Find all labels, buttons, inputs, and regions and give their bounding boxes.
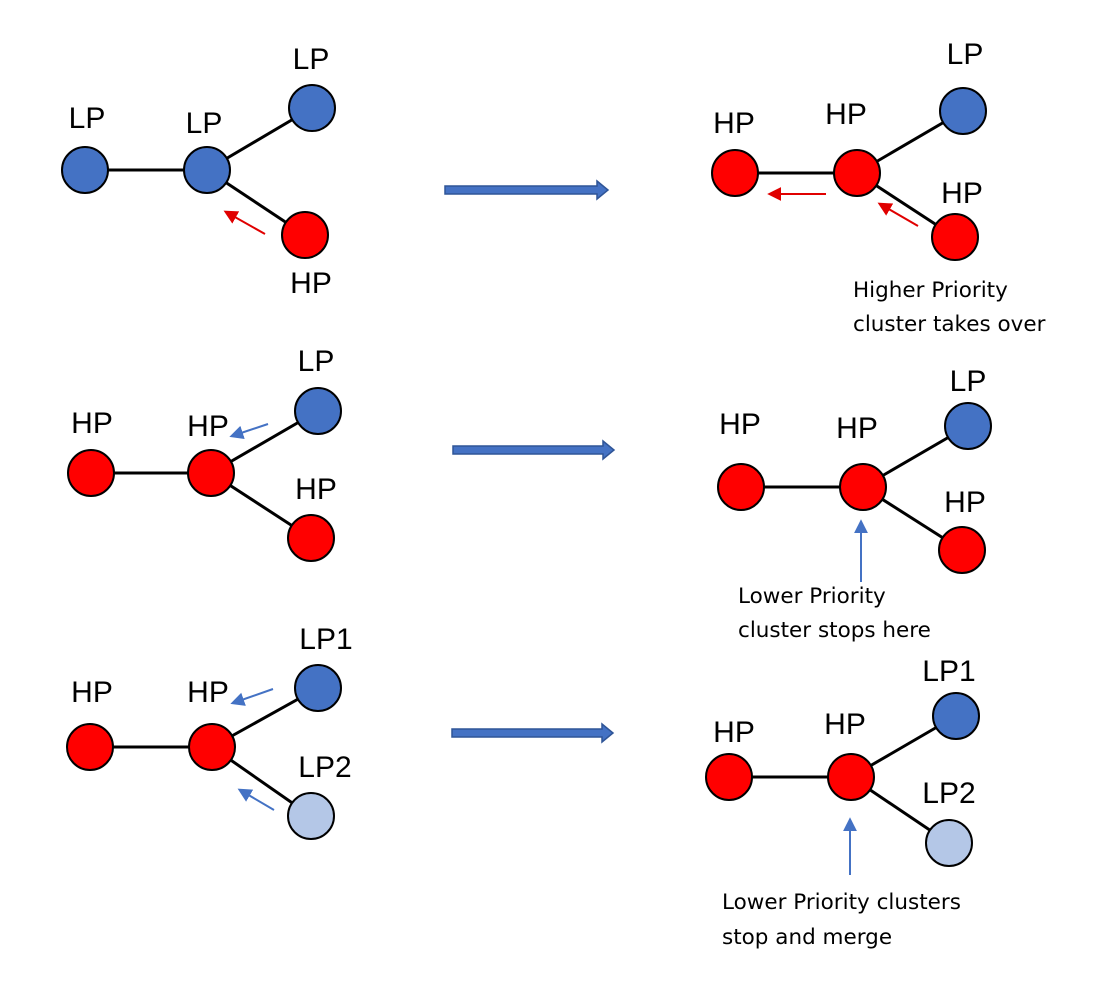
node (717, 463, 765, 511)
row-2-after: HP HP LP HP Lower Priority cluster stops… (717, 365, 992, 643)
node-label: LP1 (299, 623, 352, 656)
node-label: LP (186, 107, 223, 140)
transition-arrow (451, 722, 615, 744)
node-label: LP (947, 38, 984, 71)
node-label: HP (824, 708, 866, 741)
node (939, 87, 987, 135)
flow-arrow-blue (230, 688, 274, 706)
row-2-before: HP HP LP HP (67, 345, 342, 562)
node (281, 211, 329, 259)
node-label: LP (293, 43, 330, 76)
node (932, 692, 980, 740)
node (287, 514, 335, 562)
node-label: HP (944, 486, 986, 519)
caption-line: stop and merge (722, 925, 892, 950)
caption-line: cluster takes over (853, 312, 1046, 337)
node-label: HP (713, 107, 755, 140)
node-label: LP2 (922, 777, 975, 810)
flow-arrow-red (223, 210, 266, 235)
node (187, 449, 235, 497)
node (931, 213, 979, 261)
node-label: HP (295, 473, 337, 506)
node (827, 753, 875, 801)
node-label: HP (836, 412, 878, 445)
caption-line: cluster stops here (738, 618, 931, 643)
node-label: LP (298, 345, 335, 378)
node-label: LP1 (922, 655, 975, 688)
flow-arrow-blue (229, 423, 269, 440)
node (61, 146, 109, 194)
row-1-after: HP HP LP HP Higher Priority cluster take… (711, 38, 1046, 337)
node (294, 387, 342, 435)
row-3-after: HP HP LP1 LP2 Lower Priority clusters st… (705, 655, 980, 950)
node-label: HP (719, 408, 761, 441)
flow-arrow-blue (237, 788, 275, 811)
row-1-before: LP LP LP HP (61, 43, 336, 300)
caption-line: Lower Priority (738, 584, 886, 609)
row-3-before: HP HP LP1 LP2 (66, 623, 353, 840)
flow-arrow-red (877, 202, 919, 227)
node (944, 402, 992, 450)
node-label: HP (713, 716, 755, 749)
node (294, 664, 342, 712)
node (188, 723, 236, 771)
node (67, 449, 115, 497)
transition-arrow (452, 439, 616, 461)
node (839, 463, 887, 511)
node-label: HP (941, 177, 983, 210)
node (705, 753, 753, 801)
caption-line: Higher Priority (853, 278, 1008, 303)
node (925, 819, 973, 867)
node (66, 723, 114, 771)
node (183, 146, 231, 194)
node (711, 149, 759, 197)
transition-arrow (444, 179, 610, 201)
node-label: HP (187, 676, 229, 709)
node-label: LP (69, 102, 106, 135)
node (288, 84, 336, 132)
node-label: HP (71, 407, 113, 440)
caption-line: Lower Priority clusters (722, 890, 961, 915)
node-label: HP (290, 267, 332, 300)
node-label: LP (950, 365, 987, 398)
node-label: HP (187, 410, 229, 443)
node (938, 526, 986, 574)
node (833, 149, 881, 197)
node (287, 792, 335, 840)
node-label: LP2 (298, 751, 351, 784)
node-label: HP (825, 98, 867, 131)
node-label: HP (71, 676, 113, 709)
